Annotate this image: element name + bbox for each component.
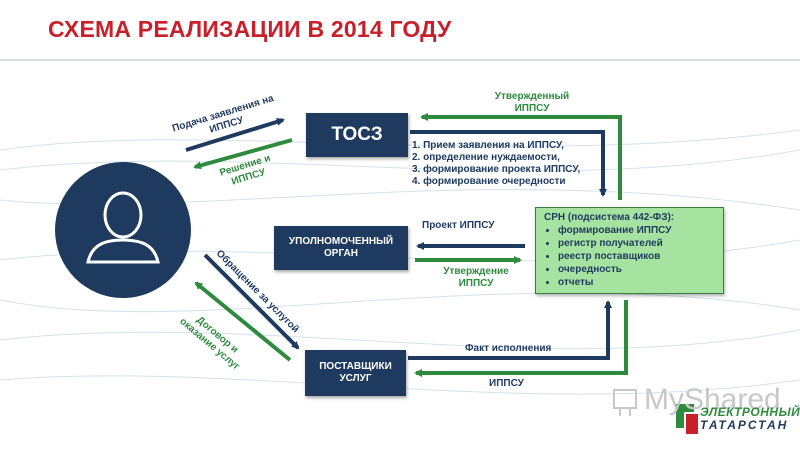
person-icon [86, 191, 160, 264]
suppliers-node: ПОСТАВЩИКИ УСЛУГ [305, 350, 406, 396]
srn-item: очередность [558, 263, 715, 276]
arrow-approved [420, 113, 622, 200]
label-approval: Утверждение ИППСУ [443, 266, 509, 289]
watermark-icon [613, 389, 637, 416]
srn-item: формирование ИППСУ [558, 224, 715, 237]
label-approved: Утвержденный ИППСУ [494, 91, 570, 114]
arrow-application [185, 117, 285, 152]
label-fact: Факт исполнения [465, 343, 552, 354]
title-divider [0, 59, 800, 61]
arrow-tosz-srn [410, 130, 607, 197]
srn-item: реестр поставщиков [558, 250, 715, 263]
label-draft: Проект ИППСУ [422, 220, 495, 231]
step-item: 1. Прием заявления на ИППСУ, [412, 140, 564, 151]
label-ippsu: ИППСУ [489, 378, 524, 389]
srn-node: СРН (подсистема 442-ФЗ): формирование ИП… [535, 207, 724, 294]
srn-title: СРН (подсистема 442-ФЗ): [544, 212, 675, 223]
step-item: 4. формирование очередности [412, 176, 566, 187]
srn-list: формирование ИППСУ регистр получателей р… [544, 224, 715, 289]
tosz-node: ТОСЗ [306, 113, 408, 157]
logo: ЭЛЕКТРОННЫЙ ТАТАРСТАН [700, 406, 800, 432]
arrow-fact [408, 300, 612, 360]
person-circle [55, 162, 191, 298]
arrow-ippsu [414, 300, 628, 377]
srn-item: отчеты [558, 276, 715, 289]
logo-icon [676, 404, 698, 434]
arrow-decision [193, 138, 293, 170]
organ-node: УПОЛНОМОЧЕННЫЙ ОРГАН [274, 226, 408, 270]
step-item: 2. определение нуждаемости, [412, 152, 560, 163]
logo-line2: ТАТАРСТАН [700, 418, 789, 432]
page-title: СХЕМА РЕАЛИЗАЦИИ В 2014 ГОДУ [48, 16, 452, 42]
watermark-text: MyShared [644, 383, 781, 416]
srn-item: регистр получателей [558, 237, 715, 250]
step-item: 3. формирование проекта ИППСУ, [412, 164, 581, 175]
arrow-request-service [203, 253, 300, 350]
steps-list: 1. Прием заявления на ИППСУ, 2. определе… [412, 140, 580, 188]
logo-line1: ЭЛЕКТРОННЫЙ [700, 405, 800, 419]
arrow-contract [194, 281, 292, 362]
